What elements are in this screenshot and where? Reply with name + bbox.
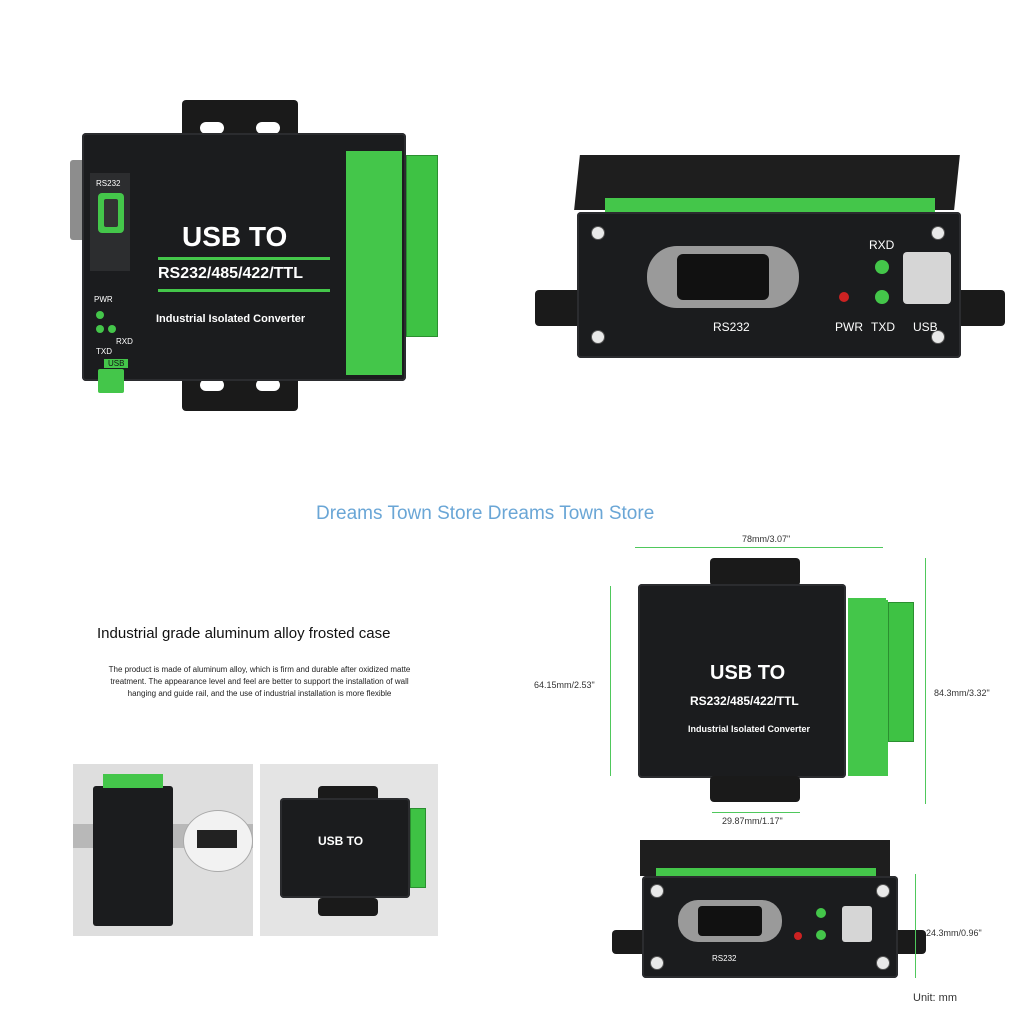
store-watermark: Dreams Town Store Dreams Town Store: [316, 503, 655, 524]
wall-mount-photo: USB TO: [260, 764, 438, 936]
terminal-block: [406, 155, 438, 337]
device-subtitle: Industrial Isolated Converter: [156, 313, 306, 325]
txd-front-label: TXD: [871, 320, 895, 334]
din-rail-photo: [73, 764, 253, 936]
side-ear-left: [535, 290, 585, 326]
usb-label: USB: [104, 359, 129, 368]
side-ear-right: [955, 290, 1005, 326]
device-case: RS232 PWR RXD TXD USB USB TO RS232/485/4…: [82, 133, 406, 393]
txd-label: TXD: [96, 347, 112, 356]
dimension-diagram: 78mm/3.07" USB TO RS232/485/422/TTL Indu…: [530, 530, 1020, 1010]
device-title: USB TO: [182, 221, 288, 252]
usb-port: [98, 369, 124, 393]
front-panel: RS232 RXD PWR TXD USB: [577, 212, 961, 358]
dim-front-panel: RS232: [642, 876, 898, 978]
title-arrow-bottom: [158, 289, 330, 292]
rxd-led: [108, 325, 116, 333]
rs232-front-label: RS232: [713, 320, 750, 334]
device-top-view: RS232 PWR RXD TXD USB USB TO RS232/485/4…: [70, 95, 450, 415]
device-front-view: RS232 RXD PWR TXD USB: [535, 150, 1005, 360]
rs232-label: RS232: [96, 179, 121, 188]
ear-width-dimension: 29.87mm/1.17": [722, 816, 783, 826]
rxd-label: RXD: [116, 337, 133, 346]
pwr-front-led: [839, 292, 849, 302]
depth-dimension: 24.3mm/0.96": [926, 928, 982, 938]
pwr-led: [96, 311, 104, 319]
feature-heading: Industrial grade aluminum alloy frosted …: [97, 625, 391, 642]
rxd-front-label: RXD: [869, 238, 895, 252]
usb-b-port: [903, 252, 951, 304]
title-arrow-top: [158, 257, 330, 260]
width-dimension: 78mm/3.07": [742, 534, 791, 544]
usb-front-label: USB: [913, 320, 938, 334]
device-protocols: RS232/485/422/TTL: [158, 265, 303, 282]
dim-device-case: USB TO RS232/485/422/TTL Industrial Isol…: [638, 584, 886, 778]
feature-body: The product is made of aluminum alloy, w…: [108, 665, 411, 698]
unit-label: Unit: mm: [913, 992, 957, 1004]
pwr-label: PWR: [94, 295, 113, 304]
terminal-panel: [346, 151, 402, 375]
txd-front-led: [875, 290, 889, 304]
txd-led: [96, 325, 104, 333]
pwr-front-label: PWR: [835, 320, 863, 334]
body-height-dimension: 64.15mm/2.53": [534, 680, 595, 690]
total-height-dimension: 84.3mm/3.32": [934, 688, 990, 698]
rxd-front-led: [875, 260, 889, 274]
